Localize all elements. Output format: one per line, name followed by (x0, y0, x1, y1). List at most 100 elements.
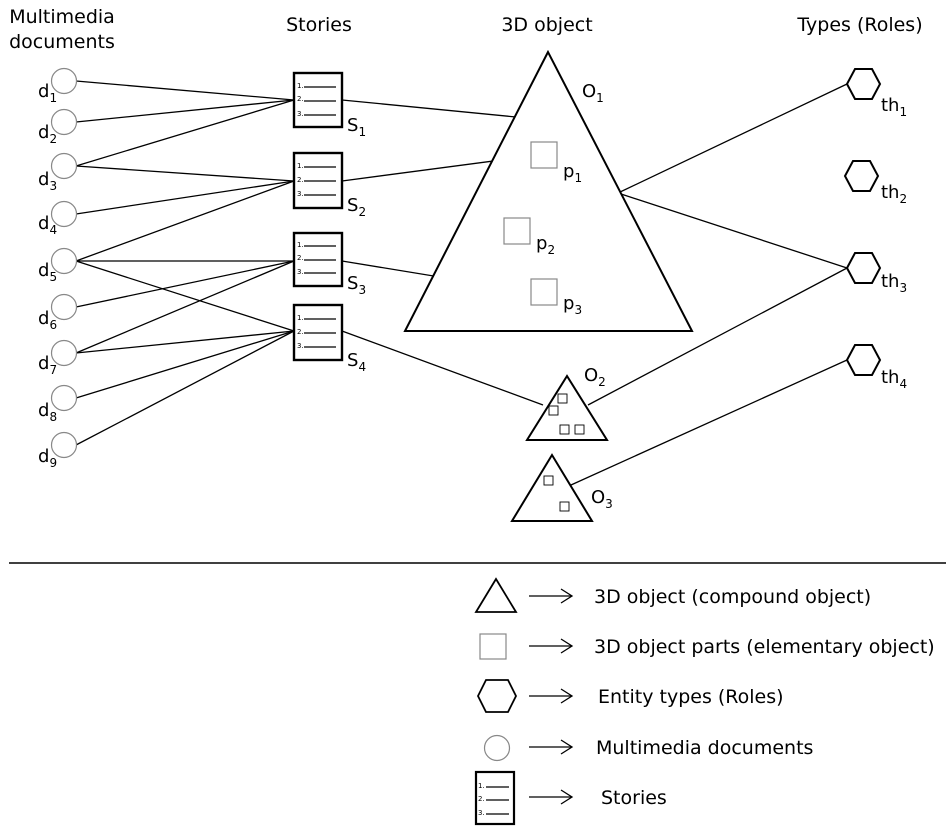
story-number: 3. (478, 809, 485, 817)
document-d7: d7 (38, 339, 78, 377)
story-number: 1. (297, 314, 304, 322)
type-label: th3 (881, 271, 907, 295)
story-number: 2. (297, 254, 304, 262)
document-d1: d1 (38, 67, 78, 105)
part-label: p2 (536, 233, 555, 257)
story-icon: 1. 2. 3. (292, 231, 344, 288)
arrow-right-icon (529, 739, 574, 755)
type-label: th1 (881, 95, 907, 119)
story-number: 2. (297, 328, 304, 336)
object-label: O1 (582, 81, 604, 105)
type-th3: th3 (845, 252, 907, 295)
circle-icon (50, 339, 78, 367)
circle-icon (50, 247, 78, 275)
document-label: d3 (38, 169, 57, 193)
type-th1: th1 (845, 68, 907, 119)
square-icon (559, 424, 570, 435)
square-icon (557, 393, 568, 404)
square-icon (548, 405, 559, 416)
triangle-icon (403, 49, 694, 332)
circle-icon (50, 431, 78, 459)
square-icon (559, 501, 570, 512)
story-label: S2 (347, 195, 366, 219)
legend-item-3d-object: 3D object (compound object) (474, 577, 871, 613)
triangle-icon (474, 577, 518, 613)
story-number: 3. (297, 268, 304, 276)
arrow-right-icon (529, 688, 574, 704)
legend-label: Stories (601, 787, 667, 809)
type-label: th4 (881, 367, 907, 391)
document-d9: d9 (38, 431, 78, 470)
story-number: 2. (478, 795, 485, 803)
triangle-icon (510, 453, 594, 522)
document-label: d7 (38, 353, 57, 377)
object-o3: O3 (510, 453, 613, 522)
header-documents-line2: documents (9, 31, 115, 53)
header-documents-line1: Multimedia (9, 6, 115, 28)
document-d5: d5 (38, 247, 78, 284)
type-th2: th2 (843, 160, 907, 206)
part-label: p1 (563, 161, 582, 185)
story-s2: 1. 2. 3. S2 (292, 151, 366, 219)
circle-icon (50, 200, 78, 228)
arrow-right-icon (529, 638, 574, 654)
type-th4: th4 (845, 344, 907, 391)
legend: 3D object (compound object) 3D object pa… (474, 577, 935, 826)
triangle-icon (525, 374, 609, 441)
story-number: 2. (297, 95, 304, 103)
object-label: O2 (584, 365, 606, 389)
document-label: d4 (38, 213, 57, 237)
document-label: d1 (38, 81, 57, 105)
story-icon: 1. 2. 3. (292, 151, 344, 210)
object-o1: O1 p1 p2 p3 (403, 49, 694, 332)
legend-label: 3D object parts (elementary object) (594, 636, 935, 658)
legend-item-stories: 1. 2. 3. Stories (474, 770, 667, 826)
document-label: d8 (38, 400, 57, 424)
hexagon-icon (476, 679, 518, 713)
hexagon-icon (845, 344, 882, 376)
story-number: 1. (297, 82, 304, 90)
story-label: S1 (347, 115, 366, 139)
part-p3: p3 (530, 278, 582, 317)
story-icon: 1. 2. 3. (292, 303, 344, 362)
header-stories: Stories (286, 14, 352, 36)
story-number: 1. (297, 162, 304, 170)
legend-item-parts: 3D object parts (elementary object) (479, 633, 935, 660)
document-label: d6 (38, 308, 57, 332)
legend-label: Multimedia documents (596, 737, 813, 759)
story-number: 3. (297, 190, 304, 198)
document-label: d5 (38, 260, 57, 284)
document-d2: d2 (38, 108, 78, 146)
legend-item-documents: Multimedia documents (483, 734, 813, 762)
connections (75, 80, 848, 486)
part-p1: p1 (530, 141, 582, 185)
story-number: 2. (297, 176, 304, 184)
legend-label: Entity types (Roles) (598, 686, 784, 708)
document-label: d9 (38, 446, 57, 470)
circle-icon (50, 384, 78, 412)
story-label: S3 (347, 273, 366, 297)
story-number: 1. (478, 782, 485, 790)
object-label: O3 (591, 487, 613, 511)
square-icon (503, 217, 531, 245)
square-icon (479, 633, 507, 660)
type-label: th2 (881, 182, 907, 206)
arrow-right-icon (529, 789, 574, 805)
hexagon-icon (845, 252, 882, 284)
object-o2: O2 (525, 365, 609, 441)
story-s3: 1. 2. 3. S3 (292, 231, 366, 297)
circle-icon (50, 108, 78, 136)
document-d3: d3 (38, 152, 78, 193)
document-d6: d6 (38, 293, 78, 332)
circle-icon (50, 293, 78, 321)
hexagon-icon (843, 160, 880, 192)
hexagon-icon (845, 68, 882, 100)
document-d4: d4 (38, 200, 78, 237)
header-3d-object: 3D object (501, 14, 592, 36)
circle-icon (483, 734, 511, 762)
story-icon: 1. 2. 3. (474, 770, 516, 826)
story-s1: 1. 2. 3. S1 (292, 71, 366, 139)
story-number: 3. (297, 110, 304, 118)
story-number: 1. (297, 241, 304, 249)
